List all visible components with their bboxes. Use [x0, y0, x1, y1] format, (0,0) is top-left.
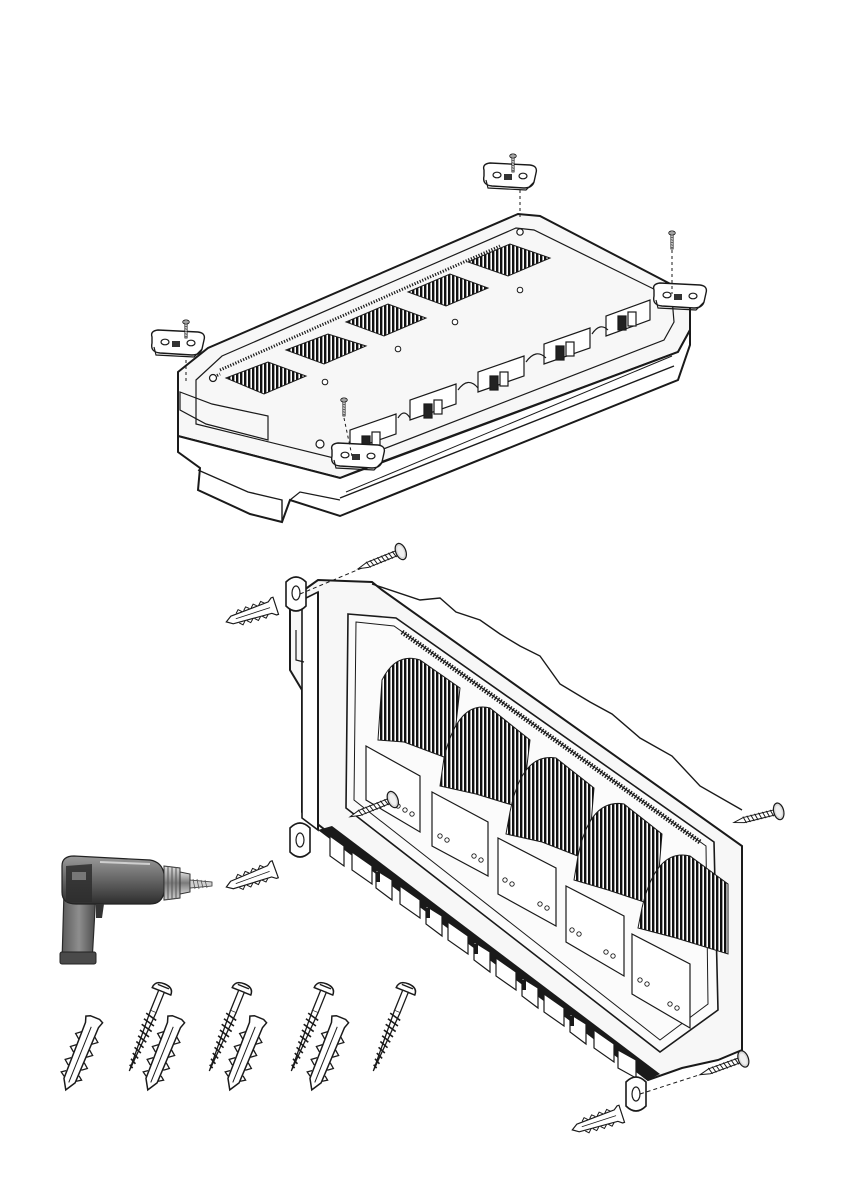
- wood-screw-icon: [732, 802, 786, 831]
- mounting-bracket-top: [484, 163, 537, 218]
- wall-plug-icon: [55, 1013, 106, 1094]
- wood-screw-icon: [364, 980, 418, 1075]
- small-screw-icon: [669, 231, 675, 249]
- mounting-ear-top: [286, 577, 306, 611]
- drill-icon: [60, 856, 212, 964]
- mounting-ear-bottom-left: [290, 823, 310, 857]
- hardware-set: [55, 980, 418, 1094]
- unit-underside: [178, 214, 690, 522]
- mounting-ear-bottom-right: [626, 1077, 646, 1111]
- unit-front: [286, 577, 742, 1111]
- wall-plug-icon: [224, 597, 279, 630]
- wall-plug-icon: [570, 1105, 625, 1138]
- wall-plug-icon: [223, 861, 278, 896]
